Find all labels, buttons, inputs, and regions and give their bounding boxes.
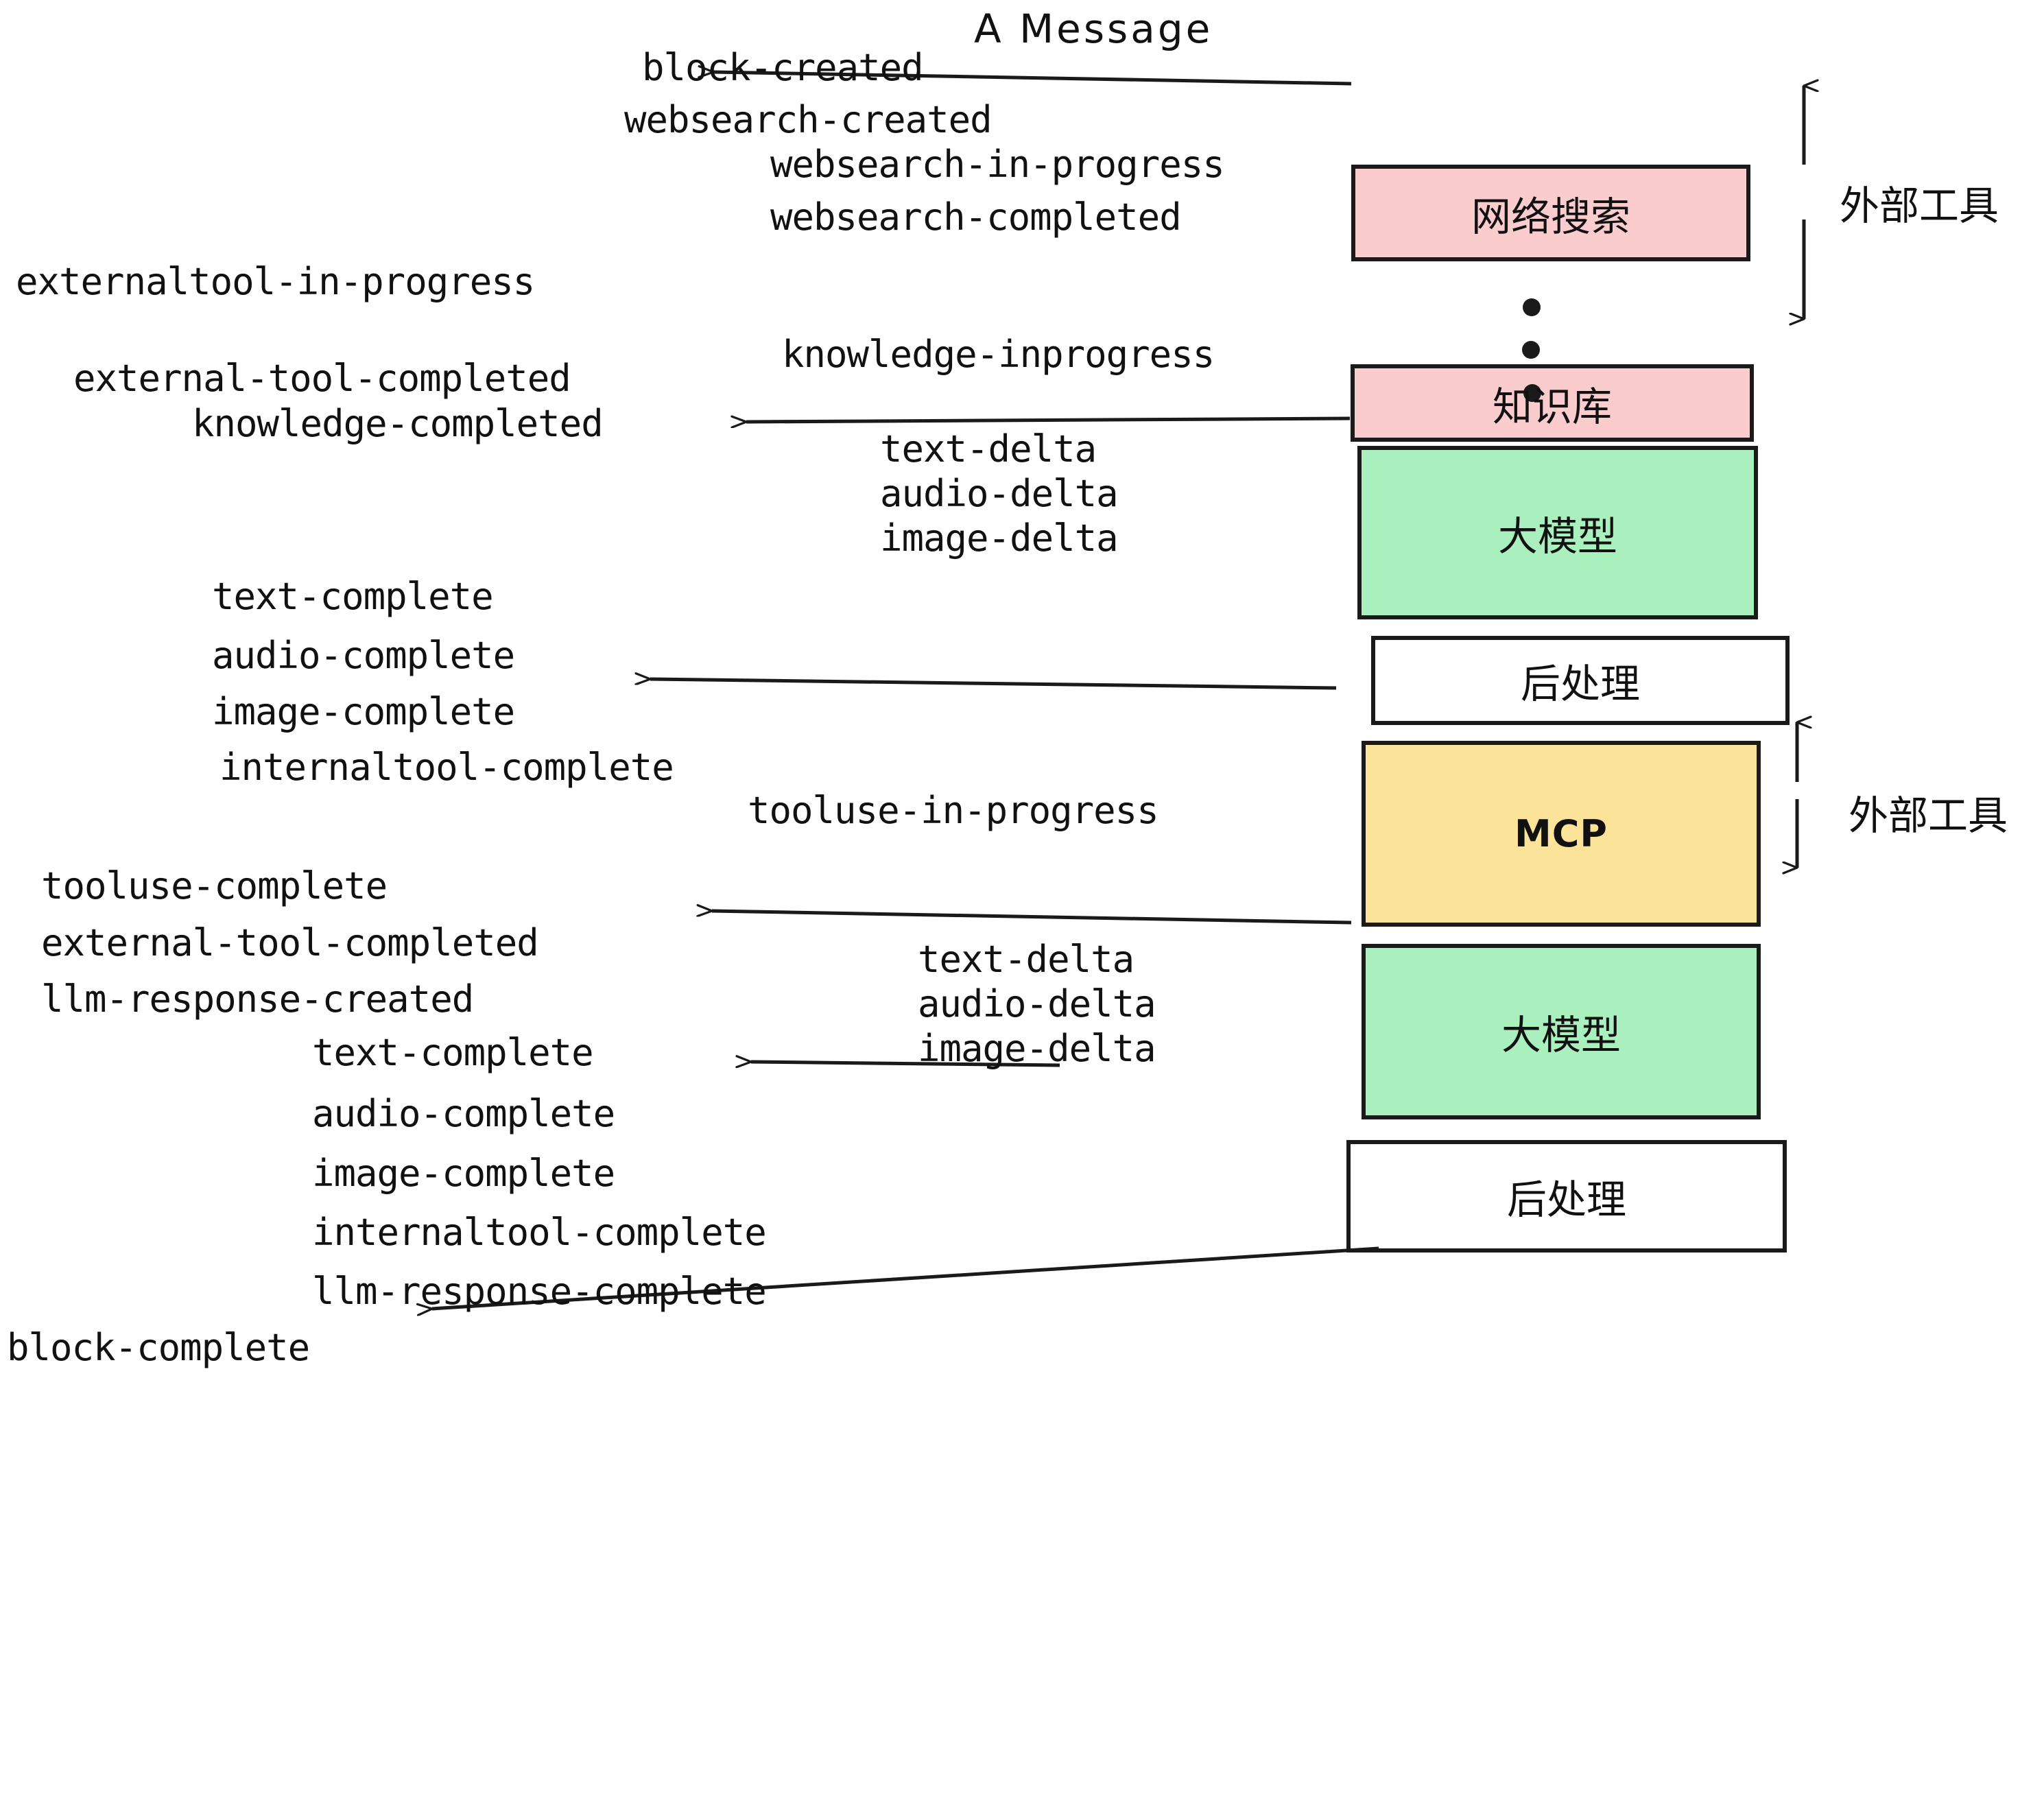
event-websearch-completed: websearch-completed xyxy=(770,195,1182,239)
event-audio-delta-2: audio-delta xyxy=(918,982,1156,1025)
ellipsis-dots xyxy=(1522,298,1541,402)
event-text-delta-2: text-delta xyxy=(918,938,1134,981)
event-knowledge-completed: knowledge-completed xyxy=(192,402,604,445)
event-text-complete-2: text-complete xyxy=(312,1031,594,1074)
event-image-complete-1: image-complete xyxy=(212,690,515,733)
arrow-block-created xyxy=(713,72,1352,86)
event-tooluse-complete: tooluse-complete xyxy=(41,864,388,907)
event-image-delta-1: image-delta xyxy=(880,517,1119,560)
event-external-tool-completed-1: external-tool-completed xyxy=(73,357,571,400)
event-audio-complete-2: audio-complete xyxy=(312,1092,615,1135)
arrow-image-complete xyxy=(650,679,1337,690)
event-llm-response-created: llm-response-created xyxy=(41,977,474,1021)
side-label-external-tools-top: 外部工具 xyxy=(1840,182,1999,229)
ellipsis-dot-3 xyxy=(1523,384,1541,402)
arrow-block-complete xyxy=(432,1246,1379,1309)
arrow-knowledge-done xyxy=(746,418,1351,422)
box-mcp xyxy=(1362,741,1761,927)
arrow-tooluse-complete xyxy=(712,911,1352,925)
event-externaltool-in-progress: externaltool-in-progress xyxy=(16,260,535,303)
event-tooluse-in-progress: tooluse-in-progress xyxy=(748,789,1159,832)
box-knowledge xyxy=(1351,364,1754,442)
process-boxes xyxy=(1346,165,1790,1253)
box-llm-second xyxy=(1362,944,1761,1119)
page-title: A Message xyxy=(974,5,1213,52)
flow-arrows xyxy=(432,72,1379,1309)
event-websearch-created: websearch-created xyxy=(624,98,993,141)
event-internaltool-complete-2: internaltool-complete xyxy=(312,1211,767,1254)
box-postprocess-second xyxy=(1346,1140,1787,1253)
box-websearch xyxy=(1351,165,1750,261)
event-external-tool-completed-2: external-tool-completed xyxy=(41,921,539,964)
event-websearch-in-progress: websearch-in-progress xyxy=(770,143,1225,186)
event-image-delta-2: image-delta xyxy=(918,1027,1156,1070)
event-audio-complete-1: audio-complete xyxy=(212,634,515,677)
side-label-external-tools-bottom: 外部工具 xyxy=(1849,792,2008,839)
event-block-complete: block-complete xyxy=(7,1326,310,1369)
external-tool-arrows xyxy=(1797,86,1804,868)
arrow-audio-complete xyxy=(751,1062,1060,1065)
event-text-complete-1: text-complete xyxy=(212,575,494,618)
box-llm-first xyxy=(1357,446,1758,619)
event-knowledge-inprogress: knowledge-inprogress xyxy=(782,333,1215,376)
ellipsis-dot-2 xyxy=(1522,341,1540,359)
box-postprocess-first xyxy=(1371,636,1790,725)
event-block-created: block-created xyxy=(642,46,924,89)
event-llm-response-complete: llm-response-complete xyxy=(312,1270,767,1313)
event-text-delta-1: text-delta xyxy=(880,427,1097,471)
event-internaltool-complete-1: internaltool-complete xyxy=(219,746,674,789)
event-audio-delta-1: audio-delta xyxy=(880,472,1119,515)
ellipsis-dot-1 xyxy=(1523,298,1541,316)
event-image-complete-2: image-complete xyxy=(312,1152,615,1195)
